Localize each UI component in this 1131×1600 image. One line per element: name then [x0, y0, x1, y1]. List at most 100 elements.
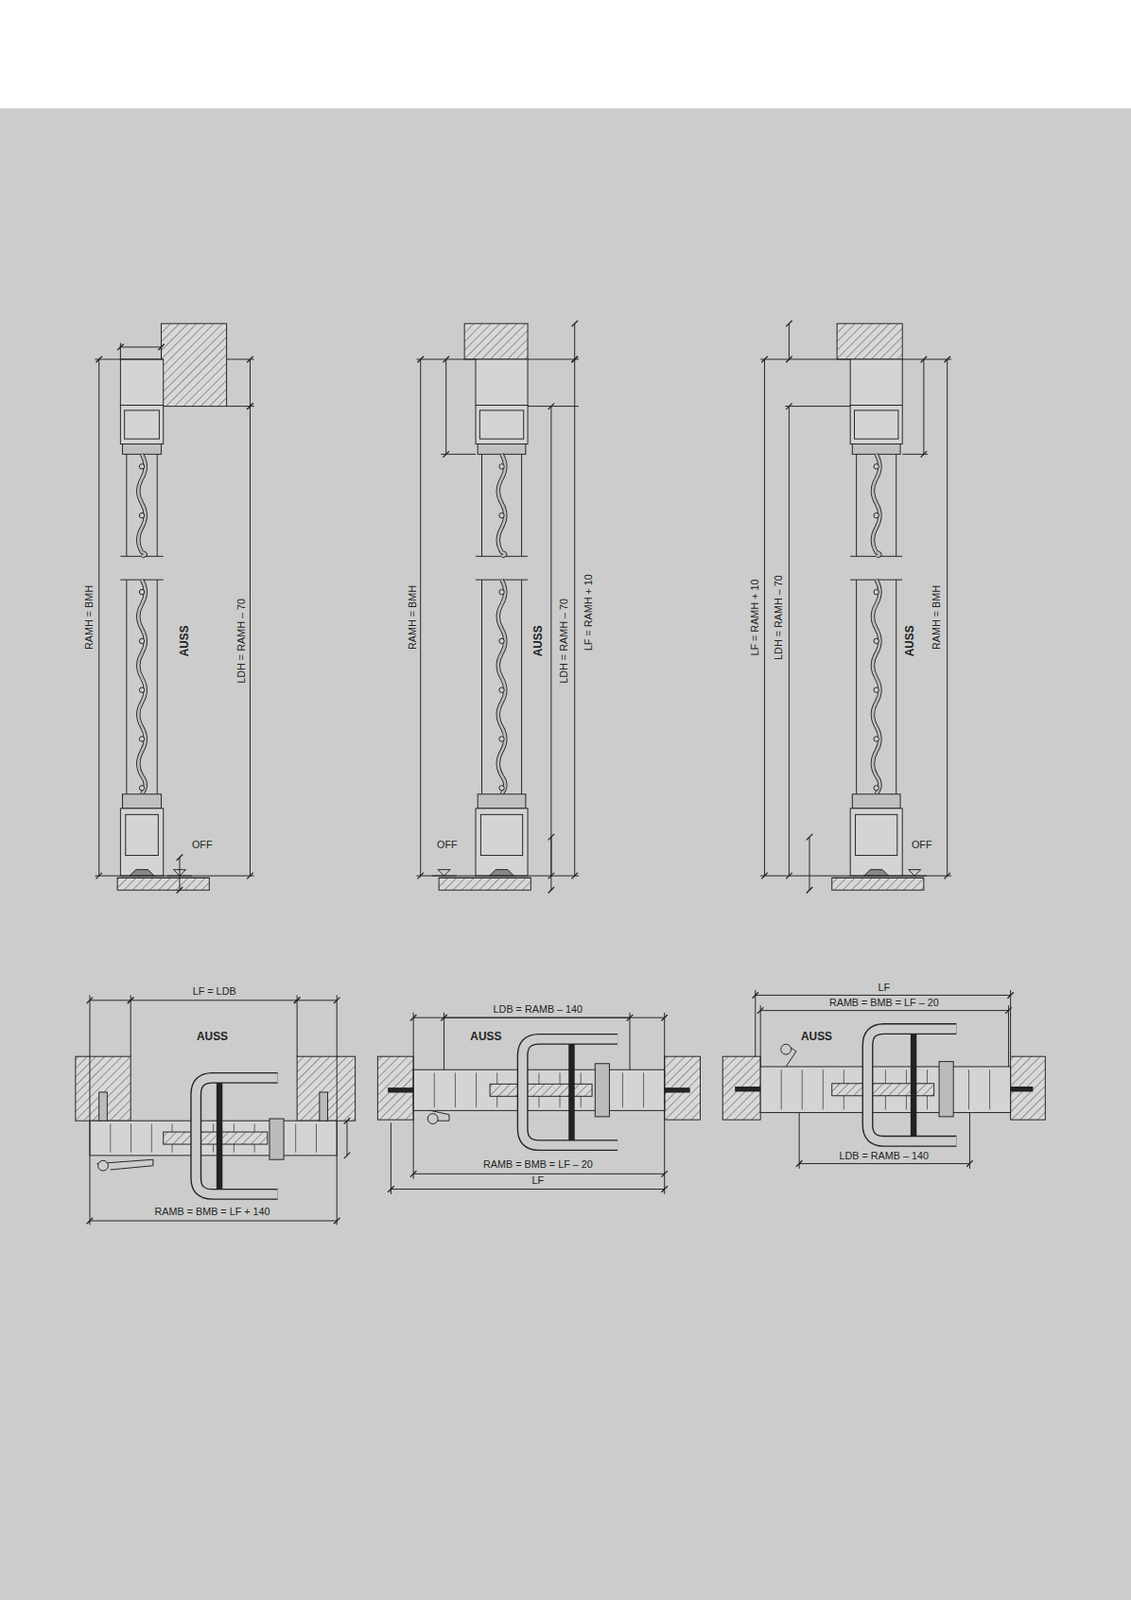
line-work: [89, 1219, 337, 1221]
profile: [832, 877, 924, 890]
dimension-label: LDH = RAMH – 70: [557, 596, 571, 686]
line-work: [296, 999, 337, 1001]
line-work: [178, 857, 180, 891]
line-work: [94, 875, 254, 877]
panel-wave: [872, 453, 881, 557]
line-work: [784, 405, 851, 407]
line-work: [574, 323, 575, 360]
line-work: [226, 358, 255, 360]
line-work: [176, 887, 183, 893]
line-work: [968, 1069, 970, 1110]
profile: [75, 1056, 131, 1121]
line-work: [344, 1117, 350, 1124]
line-work: [855, 453, 857, 557]
side-label: AUSS: [468, 1029, 504, 1043]
side-label: AUSS: [177, 623, 191, 659]
profile: [438, 877, 531, 890]
profile: [475, 808, 528, 876]
line-work: [387, 1087, 414, 1093]
profile: [479, 410, 523, 439]
line-work: [550, 836, 552, 890]
lever: [427, 1113, 438, 1125]
line-work: [902, 358, 952, 360]
foot: [129, 870, 155, 876]
bolt: [139, 785, 144, 791]
profile: [852, 444, 901, 455]
line-work: [760, 875, 952, 877]
dimension-label: RAMH = BMH: [84, 583, 97, 652]
line-work: [799, 1163, 970, 1165]
side-label: AUSS: [194, 1029, 230, 1043]
profile: [99, 1092, 108, 1121]
line-work: [969, 1113, 971, 1169]
profile: [477, 444, 526, 455]
bolt: [499, 687, 505, 693]
bolt: [139, 589, 144, 594]
bolt: [499, 736, 505, 742]
line-work: [89, 999, 131, 1001]
line-work: [216, 1081, 223, 1189]
profile: [117, 877, 209, 890]
line-work: [788, 406, 790, 877]
line-work: [444, 1017, 630, 1019]
line-work: [760, 358, 851, 360]
bolt: [139, 736, 144, 742]
bolt: [139, 512, 144, 518]
dimension-label: LDB = RAMB – 140: [490, 1003, 585, 1016]
panel-wave: [138, 579, 146, 795]
profile: [377, 1056, 414, 1120]
handle: [195, 1078, 278, 1195]
line-work: [416, 358, 476, 360]
dimension-label: RAMB = BMB = LF + 140: [152, 1205, 272, 1218]
line-work: [895, 453, 897, 557]
side-label: AUSS: [903, 623, 916, 659]
dimension-label: LF = LDB: [191, 986, 239, 999]
line-work: [521, 453, 522, 557]
dimension-label: OFF: [190, 838, 215, 852]
profile: [120, 808, 163, 876]
line-work: [94, 358, 163, 360]
line-work: [754, 990, 756, 1057]
line-work: [440, 453, 476, 455]
line-work: [475, 1072, 477, 1108]
line-work: [663, 1012, 665, 1195]
line-work: [568, 1043, 575, 1142]
line-work: [120, 347, 161, 348]
line-work: [88, 994, 90, 1225]
line-work: [574, 359, 575, 876]
handle: [522, 1039, 618, 1146]
line-work: [822, 1069, 824, 1110]
bolt: [873, 785, 879, 791]
profile: [1010, 1056, 1046, 1120]
line-work: [151, 1123, 153, 1152]
profile: [722, 1056, 761, 1120]
line-work: [946, 359, 948, 876]
dimension-label: LF: [875, 981, 892, 994]
line-work: [989, 1069, 991, 1110]
dimension-label: LDH = RAMH – 70: [235, 596, 248, 686]
line-work: [130, 999, 297, 1001]
line-work: [1009, 990, 1011, 1057]
line-work: [125, 453, 127, 557]
profile: [664, 1056, 701, 1120]
line-work: [548, 834, 555, 840]
line-work: [109, 1123, 111, 1152]
foot: [489, 870, 515, 876]
profile: [836, 323, 903, 360]
profile: [850, 808, 903, 876]
panel-wave: [872, 579, 881, 795]
profile: [124, 410, 160, 439]
profile: [852, 794, 901, 809]
panel-wave: [872, 453, 881, 557]
panel-wave: [138, 453, 146, 557]
line-work: [413, 1017, 665, 1019]
line-work: [295, 1123, 296, 1152]
profile: [477, 794, 526, 809]
line-work: [801, 1069, 803, 1110]
line-work: [443, 1012, 445, 1070]
profile: [489, 1083, 592, 1097]
line-work: [344, 1152, 350, 1159]
line-work: [296, 994, 298, 1057]
bolt: [499, 785, 505, 791]
